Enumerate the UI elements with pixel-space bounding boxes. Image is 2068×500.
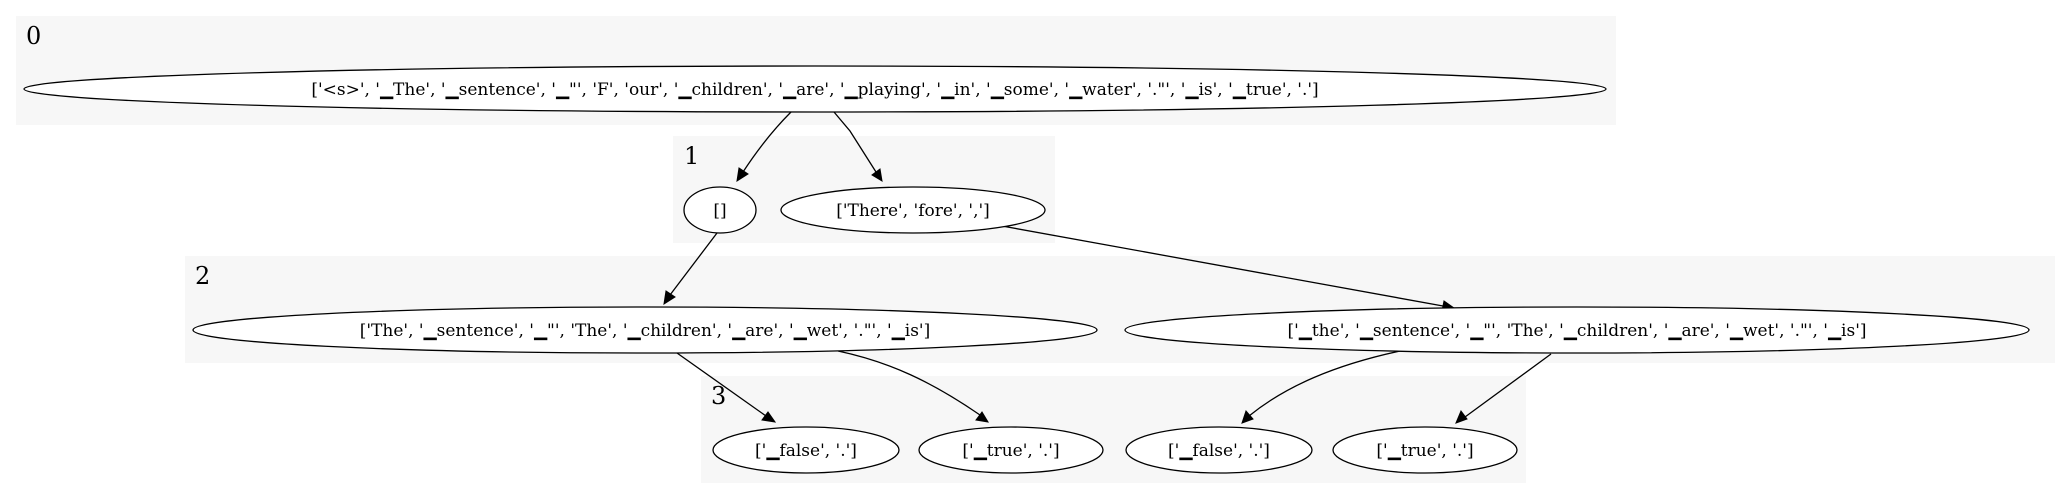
node-4-label: ['▁the', '▁sentence', '▁"', 'The', '▁chi… <box>1287 321 1866 341</box>
node-4: ['▁the', '▁sentence', '▁"', 'The', '▁chi… <box>1124 306 2030 354</box>
node-8-ellipse <box>1332 426 1518 474</box>
edge-n4-n8 <box>1455 353 1552 424</box>
edge-line <box>833 111 877 173</box>
edge-line <box>676 352 767 417</box>
node-6-ellipse <box>918 426 1104 474</box>
node-5-label: ['▁false', '.'] <box>755 441 857 461</box>
edge-line <box>742 111 792 173</box>
edge-line <box>669 232 718 296</box>
edge-n0-n2 <box>833 111 883 182</box>
edge-n3-n5 <box>676 352 777 423</box>
node-3-label: ['The', '▁sentence', '▁"', 'The', '▁chil… <box>360 321 930 341</box>
node-3: ['The', '▁sentence', '▁"', 'The', '▁chil… <box>192 306 1098 354</box>
cluster-3-label: 3 <box>711 382 726 410</box>
node-3-ellipse <box>192 306 1098 354</box>
arrowhead <box>1241 410 1254 424</box>
arrowhead <box>871 168 883 182</box>
node-0: ['<s>', '▁The', '▁sentence', '▁"', 'F', … <box>23 65 1607 113</box>
node-7-label: ['▁false', '.'] <box>1168 441 1270 461</box>
node-0-label: ['<s>', '▁The', '▁sentence', '▁"', 'F', … <box>311 80 1318 100</box>
edge-line <box>837 350 981 416</box>
node-1-ellipse <box>683 186 757 234</box>
node-5: ['▁false', '.'] <box>712 426 900 474</box>
node-0-ellipse <box>23 65 1607 113</box>
edge-n1-n3 <box>663 232 718 306</box>
edge-n4-n7 <box>1241 350 1401 424</box>
arrowhead <box>736 167 749 183</box>
edge-line <box>1001 225 1444 307</box>
arrowhead <box>1455 410 1468 424</box>
node-8-label: ['▁true', '.'] <box>1376 441 1473 461</box>
node-2: ['There', 'fore', ','] <box>780 186 1046 234</box>
node-6: ['▁true', '.'] <box>918 426 1104 474</box>
cluster-0-label: 0 <box>26 22 41 50</box>
arrowhead <box>663 290 676 306</box>
edge-n3-n6 <box>837 350 989 423</box>
edge-line <box>1248 350 1401 417</box>
node-4-ellipse <box>1124 306 2030 354</box>
node-2-label: ['There', 'fore', ','] <box>836 201 990 221</box>
node-5-ellipse <box>712 426 900 474</box>
node-6-label: ['▁true', '.'] <box>962 441 1059 461</box>
node-8: ['▁true', '.'] <box>1332 426 1518 474</box>
edge-line <box>1464 353 1552 418</box>
node-2-ellipse <box>780 186 1046 234</box>
arrowhead <box>975 411 989 423</box>
cluster-1-label: 1 <box>684 142 699 170</box>
node-7: ['▁false', '.'] <box>1125 426 1313 474</box>
node-7-ellipse <box>1125 426 1313 474</box>
node-1: [] <box>683 186 757 234</box>
edge-n0-n1 <box>736 111 792 183</box>
edges <box>663 111 1552 424</box>
node-1-label: [] <box>713 201 726 221</box>
cluster-2-label: 2 <box>195 262 210 290</box>
arrowhead <box>761 411 777 423</box>
